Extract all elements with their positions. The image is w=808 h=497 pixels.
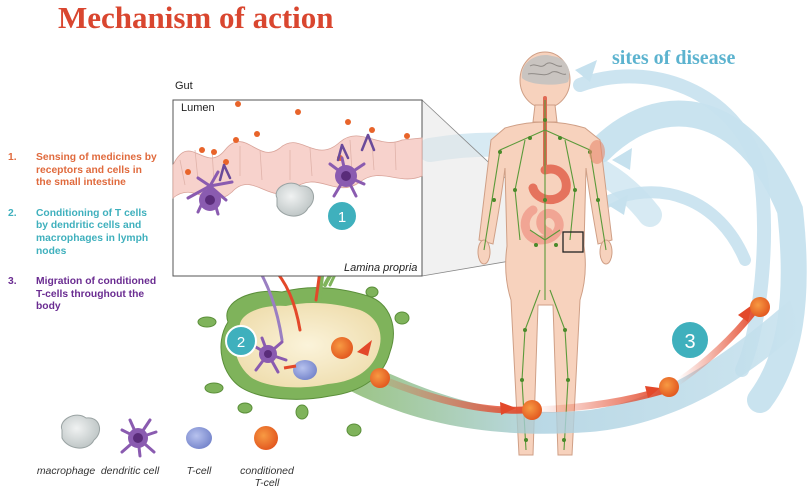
legend-macrophage-label: macrophage: [36, 465, 96, 477]
node-conditioned-cell: [331, 337, 353, 359]
migration-arrowheads: [575, 60, 632, 215]
exit-conditioned-cell: [370, 368, 390, 388]
step-number: 3.: [8, 276, 17, 288]
step-number: 2.: [8, 207, 17, 219]
svg-text:2: 2: [237, 334, 245, 351]
gut-macrophage: [275, 182, 315, 217]
conditioned-t-cell-icon: [254, 426, 278, 450]
migrating-cell-2: [659, 377, 679, 397]
migrating-cell-1: [522, 400, 542, 420]
legend-t-cell-label: T-cell: [186, 465, 212, 477]
node-t-cell: [293, 360, 317, 380]
gut-label: Gut: [175, 80, 193, 92]
gut-dendritic-cells: [186, 156, 366, 216]
marker-3: 3: [670, 320, 710, 360]
brain: [521, 54, 570, 85]
marker-1: 1: [326, 200, 358, 232]
step-text: Migration of conditioned T-cells through…: [36, 276, 157, 313]
step-1: 1. Sensing of medicines by receptors and…: [8, 152, 158, 190]
migration-arrowheads-red: [500, 305, 752, 415]
svg-text:1: 1: [338, 209, 346, 226]
dendritic-cell-icon: [120, 418, 158, 458]
step-list: 1. Sensing of medicines by receptors and…: [8, 152, 158, 332]
macrophage-icon: [60, 414, 101, 449]
step-text: Conditioning of T cells by dendritic cel…: [36, 207, 149, 257]
node-arrow: [357, 340, 372, 356]
sites-of-disease-label: sites of disease: [612, 47, 736, 69]
lumen-label: Lumen: [181, 102, 215, 114]
node-arrow-2: [283, 364, 297, 370]
step-text: Sensing of medicines by receptors and ce…: [36, 152, 157, 189]
legend-dendritic-cell-label: dendritic cell: [100, 465, 160, 477]
migrating-cell-3: [750, 297, 770, 317]
lamina-propria-label: Lamina propria: [344, 262, 418, 274]
gut-receptors: [218, 133, 376, 182]
page-title: Mechanism of action: [58, 0, 334, 35]
step-2: 2. Conditioning of T cells by dendritic …: [8, 208, 158, 258]
t-cell-icon: [186, 427, 212, 449]
disease-site-shoulder: [589, 140, 605, 164]
lymph-node: [197, 286, 410, 437]
legend-conditioned-t-cell-label: conditioned T-cell: [240, 465, 294, 489]
marker-2: 2: [225, 325, 257, 357]
node-dendritic-cell: [252, 336, 288, 374]
step-3: 3. Migration of conditioned T-cells thro…: [8, 276, 158, 314]
zoom-box: [562, 231, 584, 253]
step-number: 1.: [8, 152, 17, 163]
gut-inset: [172, 99, 423, 277]
svg-text:3: 3: [684, 331, 695, 353]
